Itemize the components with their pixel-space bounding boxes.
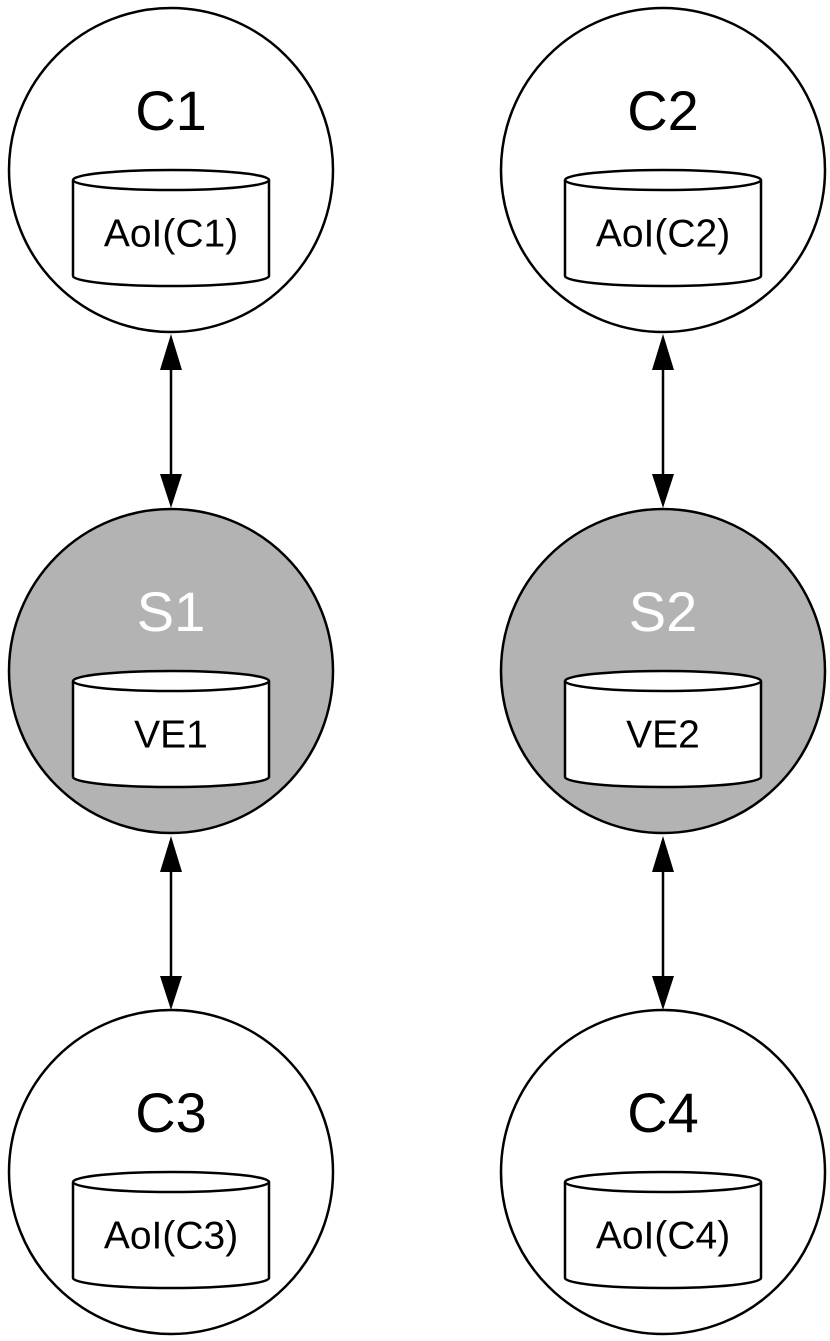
edge-s1-c3 [160, 836, 182, 1010]
node-s2: S2 VE2 [499, 507, 827, 835]
arrow-head-down [160, 474, 182, 508]
arrow-head-up [160, 334, 182, 370]
arrow-head-up [652, 334, 674, 370]
database-label: AoI(C1) [104, 212, 238, 255]
database-icon: AoI(C4) [563, 1170, 763, 1290]
database-label: AoI(C3) [104, 1214, 238, 1257]
node-c3: C3 AoI(C3) [7, 1008, 335, 1336]
edge-layer [160, 334, 674, 1010]
node-title: S1 [137, 580, 206, 643]
arrow-head-down [652, 976, 674, 1010]
edge-c1-s1 [160, 334, 182, 508]
arrow-head-down [652, 474, 674, 508]
arrow-head-down [160, 976, 182, 1010]
database-icon: AoI(C3) [71, 1170, 271, 1290]
node-title: C2 [627, 79, 699, 142]
database-label: AoI(C2) [596, 212, 730, 255]
node-title: S2 [629, 580, 698, 643]
edge-s2-c4 [652, 836, 674, 1010]
database-label: AoI(C4) [596, 1214, 730, 1257]
edge-c2-s2 [652, 334, 674, 508]
node-c4: C4 AoI(C4) [499, 1008, 827, 1336]
database-icon: AoI(C1) [71, 168, 271, 288]
node-title: C3 [135, 1081, 207, 1144]
node-title: C4 [627, 1081, 699, 1144]
node-s1: S1 VE1 [7, 507, 335, 835]
arrow-head-up [652, 836, 674, 872]
database-icon: AoI(C2) [563, 168, 763, 288]
arrow-head-up [160, 836, 182, 872]
node-title: C1 [135, 79, 207, 142]
database-label: VE1 [134, 713, 208, 756]
database-icon: VE2 [563, 669, 763, 789]
database-icon: VE1 [71, 669, 271, 789]
node-c1: C1 AoI(C1) [7, 6, 335, 334]
node-c2: C2 AoI(C2) [499, 6, 827, 334]
database-label: VE2 [626, 713, 700, 756]
